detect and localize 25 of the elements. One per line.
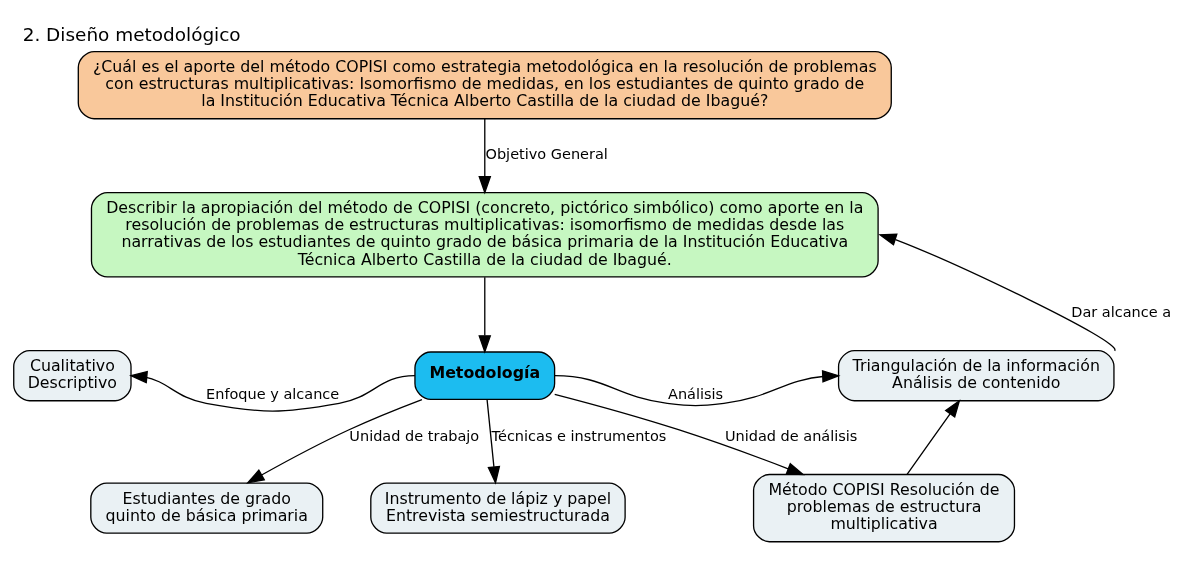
arrow (906, 398, 961, 475)
edge-label: Técnicas e instrumentos (491, 427, 667, 444)
arrow (129, 370, 416, 412)
node-box: Método COPISI Resolución de problemas de estructura multiplicativa (752, 473, 1016, 542)
arrow (554, 393, 805, 475)
node-box: Triangulación de la información Análisis de contenido (837, 349, 1115, 401)
arrow (478, 117, 492, 194)
edge-label: Unidad de trabajo (349, 427, 480, 444)
arrow (486, 398, 501, 485)
node-box: Describir la apropiación del método de COPISI (concreto, pictórico simbólico) como aporte en la resolución de problemas de estructuras multiplicativas: isomorfismo de medidas desde las narrativas de los estudiantes de quinto grado de básica primaria de la Institución Educativa Técnica Alberto Castilla de la ciudad de Ibagué. (90, 191, 879, 278)
edge-label: Unidad de análisis (724, 427, 858, 444)
edge-label: Objetivo General (485, 145, 608, 162)
edge-label: Dar alcance a (1071, 303, 1172, 320)
node-box: Metodología (414, 350, 556, 400)
node-box: Estudiantes de grado quinto de básica primaria (90, 481, 324, 534)
edge-label: Análisis (668, 385, 724, 402)
arrow (878, 233, 1116, 351)
node-box: Cualitativo Descriptivo (13, 349, 132, 401)
diagram-title: 2. Diseño metodológico (22, 23, 241, 45)
node-box: ¿Cuál es el aporte del método COPISI como estrategia metodológica en la resolución de problemas con estructuras multiplicativas: Isomorfismo de medidas, en los estudiantes de quinto grado de la Institución Educativa Técnica Alberto Castilla de la ciudad de Ibagué? (77, 50, 892, 119)
node-box: Instrumento de lápiz y papel Entrevista semiestructurada (370, 481, 626, 534)
arrow (553, 369, 841, 406)
arrow (478, 276, 492, 354)
edge-label: Enfoque y alcance (206, 385, 340, 402)
arrow (246, 398, 423, 484)
